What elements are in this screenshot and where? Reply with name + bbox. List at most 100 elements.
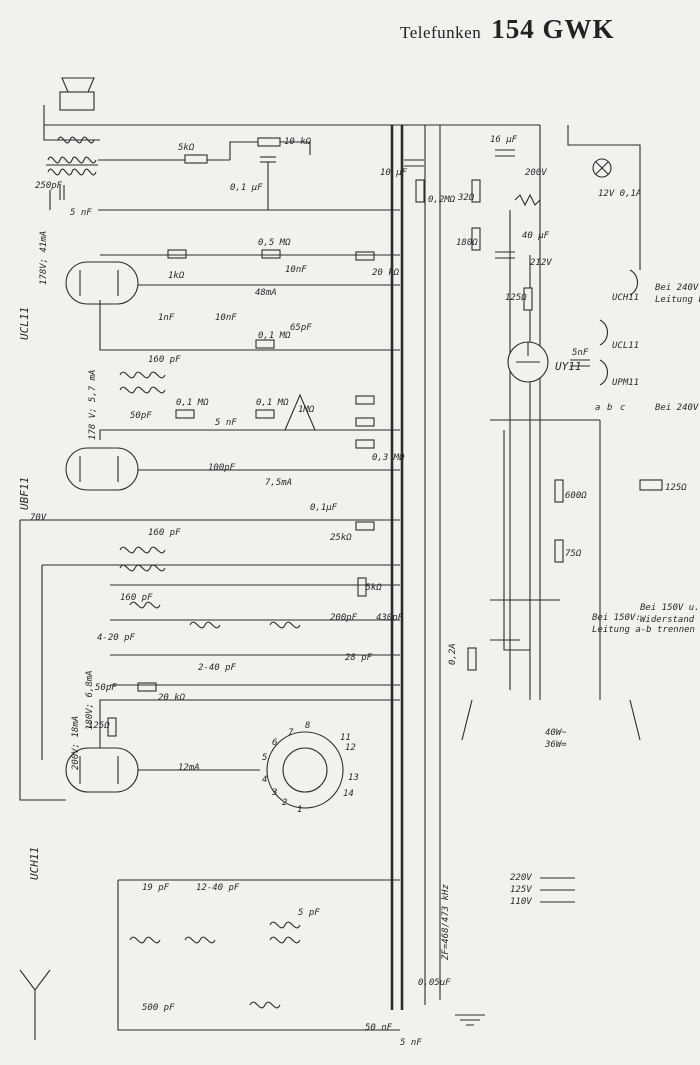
input-section: 19 pF 12-40 pF 5 pF 500 pF 50 nF 5 nF 0,… [19,879,485,1048]
label-r-01m-b: 0,1 MΩ [176,398,209,408]
resistor-20k-b [137,682,157,692]
resistor-01m [255,339,275,349]
label-note-150d: Widerstand einsetzen [640,615,700,625]
tube-label-ubf11: UBF11 [18,477,31,510]
resistor-1k [167,249,187,259]
label-c-430pf: 430pF [376,613,404,623]
mains-section: 0,2A 40W~ 36W= 220V 125V 110V 600Ω 75Ω 1… [448,403,700,907]
label-r-15k: 15kΩ [360,583,382,593]
label-point-a: a [595,403,600,413]
label-c-005uf: 0,05µF [418,978,451,988]
label-r-32: 32Ω [457,193,475,203]
resistor-01m-c [255,409,275,419]
label-c-5nf-c: 5 nF [400,1038,422,1048]
label-note-240: Bei 240V: [655,283,700,293]
resistor-125-b [107,717,117,737]
label-r-1k: 1kΩ [168,271,185,281]
label-note-150: Bei 150V: [592,613,641,623]
resistor-5-a [355,395,375,405]
label-i-75ma: 7,5mA [265,478,292,488]
resistor-15k [357,577,367,597]
label-r-125: 125Ω [505,293,527,303]
resistor-75 [554,539,564,563]
tube-label-uch11: UCH11 [28,847,41,880]
bus-lines [44,124,541,1010]
page-title: Telefunken 154 GWK [400,14,614,45]
label-r-01m-c: 0,1 MΩ [256,398,289,408]
label-c-50pf: 50pF [130,411,152,421]
label-c-500pf: 500 pF [142,1003,175,1013]
power-filter: 10 µF 0,2MΩ 32Ω 16 µF 200V 180Ω 40 µF 21… [380,135,552,311]
label-r-180: 180Ω [456,238,478,248]
model-number: 154 GWK [491,14,615,44]
tube-ubf11: UBF11 178 V; 5,7 mA 160 pF 50pF 0,1 MΩ 5… [18,355,405,801]
speaker [43,77,100,144]
label-c-1nf: 1nF [158,313,175,323]
switch-contact-12: 12 [345,743,356,753]
resistor-5k [184,154,208,164]
label-v125: 125V [510,885,532,895]
rectifier-uy11: UY11 5nF [507,341,590,383]
label-c-10nf: 10nF [215,313,237,323]
label-c-100pf: 100pF [208,463,236,473]
label-r-03m: 0,3 MΩ [372,453,405,463]
resistor-10k [257,137,281,147]
resistor-125-c [639,479,663,491]
label-ucl11-heater: UCL11 [612,341,639,351]
label-c-10nf-b: 10nF [285,265,307,275]
label-r-25k: 25kΩ [330,533,352,543]
label-v-70: 70V [30,513,47,523]
fuse [467,647,477,671]
label-upm11-heater: UPM11 [612,378,639,388]
resistor-25k [355,521,375,531]
label-point-c: c [620,403,625,413]
label-v-178: 178V; 41mA [39,231,49,285]
label-sw-36w: 36W= [544,740,567,750]
resistor-5-b [355,417,375,427]
label-v110: 110V [510,897,532,907]
label-fuse: 0,2A [448,643,458,665]
switch-contact-11: 11 [340,733,351,743]
label-v-uch: 200V; 18mA [71,716,81,770]
switch-contact-5: 5 [262,753,267,763]
switch-contact-4: 4 [262,775,267,785]
resistor-180 [471,227,481,251]
resistor-05m [261,249,281,259]
label-zf: ZF=468/473 kHz [441,884,451,961]
resistor-01m-b [175,409,195,419]
label-c-01: 0,1 µF [230,183,263,193]
label-r-5k: 5kΩ [178,143,195,153]
resistor-02m [415,179,425,203]
label-note-150c: Bei 150V u. 240V [640,603,700,613]
label-r-20k-b: 20 kΩ [158,693,186,703]
label-c-250pf: 250pF [35,181,63,191]
label-v-212: 212V [530,258,552,268]
tube-ucl11: UCL11 178V; 41mA 1kΩ 1nF 10nF 48mA 0,5 M… [18,181,400,351]
label-c-50nf: 50 nF [365,1023,393,1033]
label-r-05m: 0,5 MΩ [258,238,291,248]
label-c-65pf: 65pF [290,323,312,333]
top-components: 5kΩ 10 kΩ 0,1 µF [98,137,400,211]
label-v220: 220V [510,873,532,883]
brand-name: Telefunken [400,23,482,42]
potentiometer-1m [284,393,316,431]
switch-contact-2: 2 [282,798,287,808]
label-c-40uf: 40 µF [522,231,550,241]
heater-string: 12V 0,1A UCH11 UCL11 UPM11 Bei 240V: Lei… [567,125,700,388]
label-r-01m: 0,1 MΩ [258,331,291,341]
label-r-600: 600Ω [565,491,587,501]
switch-contact-14: 14 [343,789,354,799]
if-filters: 160 pF 160 pF 4-20 pF 2-40 pF 200pF 430p… [41,528,404,760]
power-switch [461,699,641,741]
antenna-icon [19,969,51,1040]
label-pilot: 12V 0,1A [598,189,641,199]
label-c-240pf: 2-40 pF [198,663,237,673]
label-c-160pf-b: 160 pF [148,528,181,538]
label-r-125-c: 125Ω [665,483,687,493]
label-uch11-heater: UCH11 [612,293,639,303]
switch-contact-8: 8 [305,721,310,731]
tube-label-uy11: UY11 [555,360,582,373]
label-c-5nf-b: 5 nF [215,418,237,428]
